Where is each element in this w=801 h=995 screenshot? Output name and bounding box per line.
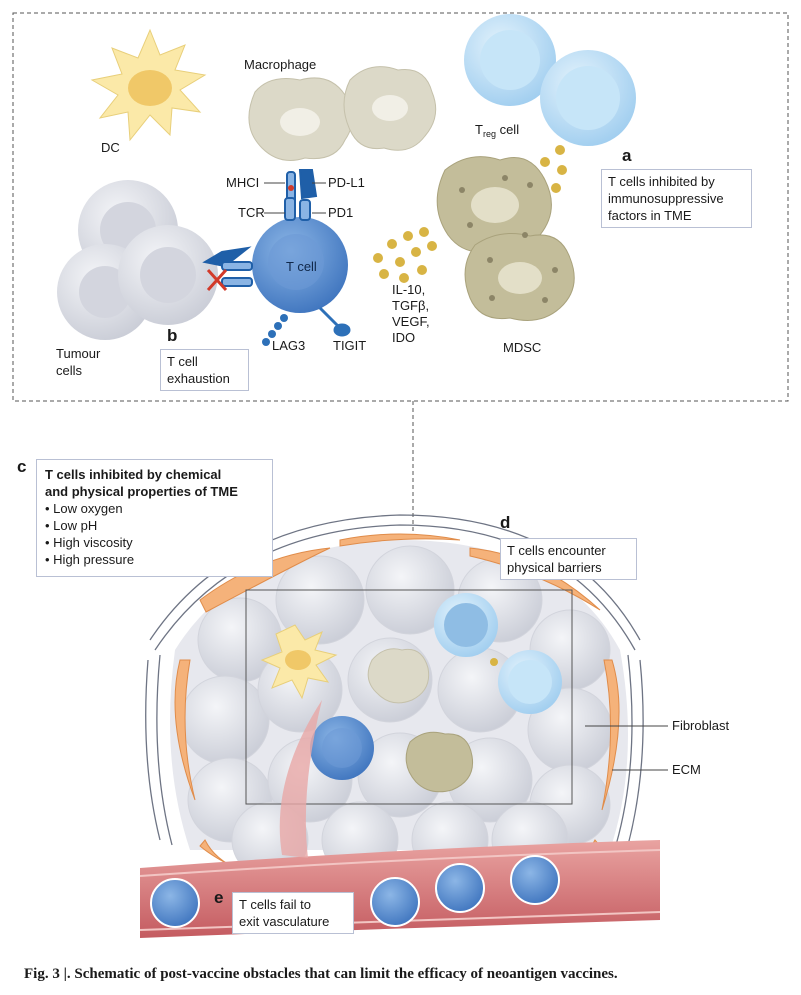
panel-c-list: Low oxygen Low pH High viscosity High pr… — [45, 500, 264, 568]
panel-c-heading-2: and physical properties of TME — [45, 484, 238, 499]
panel-c-box: T cells inhibited by chemical and physic… — [36, 459, 273, 577]
mdsc-cells — [436, 156, 575, 321]
zoom-frame — [245, 589, 573, 805]
figure-caption: Fig. 3 |. Schematic of post-vaccine obst… — [24, 966, 618, 982]
list-item: Low pH — [45, 517, 264, 534]
dendritic-cell — [90, 28, 207, 142]
label-leader-lines — [264, 182, 668, 771]
panel-c-heading-1: T cells inhibited by chemical — [45, 467, 222, 482]
tcell-label: T cell — [286, 259, 317, 274]
panel-b-letter: b — [167, 326, 178, 345]
lag3-receptor — [262, 314, 288, 346]
factor-list: IL-10,TGFβ,VEGF,IDO — [392, 282, 430, 345]
lag3-label: LAG3 — [272, 338, 306, 353]
panel-a-letter: a — [622, 146, 632, 165]
pdl1-label: PD-L1 — [328, 175, 365, 190]
top-panel-frame — [12, 12, 789, 402]
treg-cells — [464, 14, 636, 146]
macrophage-label: Macrophage — [244, 57, 317, 72]
mdsc-label: MDSC — [503, 340, 542, 355]
tme-cells — [260, 593, 562, 793]
treg-factors — [535, 145, 567, 193]
tigit-label: TIGIT — [333, 338, 367, 353]
t-cell — [252, 217, 348, 313]
treg-label: Treg cell — [475, 122, 520, 139]
tumour-cells — [57, 180, 218, 340]
vessel-t-cells — [150, 855, 560, 928]
immunosuppressive-factors — [373, 227, 437, 283]
list-item: High viscosity — [45, 534, 264, 551]
receptors — [202, 169, 318, 287]
mhci-label: MHCI — [226, 175, 260, 190]
figure-illustration — [12, 12, 789, 938]
list-item: Low oxygen — [45, 500, 264, 517]
list-item: High pressure — [45, 551, 264, 568]
tcr-label: TCR — [238, 205, 265, 220]
dc-label: DC — [101, 140, 120, 155]
mhc-dot — [288, 185, 294, 191]
tigit-receptor — [318, 306, 351, 337]
panel-c-letter: c — [17, 457, 27, 476]
panel-e-letter: e — [214, 888, 224, 907]
macrophage-cells — [248, 66, 437, 161]
panel-d-letter: d — [500, 513, 511, 532]
ecm-label: ECM — [672, 762, 701, 777]
blocked-interaction-cross-icon — [206, 268, 228, 292]
pd1-label: PD1 — [328, 205, 354, 220]
fibroblast-label: Fibroblast — [672, 718, 730, 733]
